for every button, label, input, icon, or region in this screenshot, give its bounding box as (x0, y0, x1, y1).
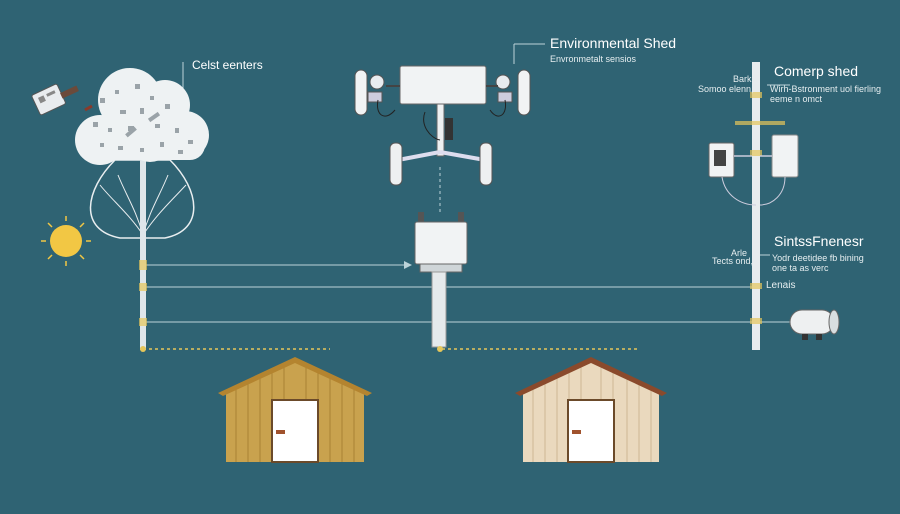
label-comerp-shed-title: Comerp shed (774, 63, 859, 79)
label-somoo: Somoo elenn, (698, 84, 754, 94)
tree-cloud-sensor (75, 68, 209, 352)
label-sints-title: SintssFnenesr (774, 233, 864, 249)
right-sensor-pole (708, 62, 799, 350)
sensor-rig (354, 65, 531, 186)
label-yodr: Yodr deetidee fb bining (772, 253, 864, 263)
label-tects: Tects ond, (712, 256, 754, 266)
label-celst-eenters: Celst eenters (192, 58, 263, 72)
label-lenais: Lenais (766, 280, 796, 291)
label-environmental-shed-sub: Envronmetalt sensios (550, 54, 637, 64)
label-wirh: Wirh-Bstronment uol fierling (770, 84, 882, 94)
weather-station-box (414, 212, 468, 352)
shed-left (218, 357, 372, 463)
label-environmental-shed-title: Environmental Shed (550, 35, 677, 51)
cylinder-sensor (789, 309, 840, 340)
label-one: one ta as verc (772, 263, 829, 273)
connection-lines (143, 43, 790, 323)
label-arle: Arle (731, 248, 748, 258)
handheld-sensor-device (31, 83, 79, 116)
sun-icon (41, 216, 91, 266)
shed-right (515, 357, 667, 463)
label-bark: Bark (733, 74, 752, 84)
label-eeme: eeme n omct (770, 94, 823, 104)
